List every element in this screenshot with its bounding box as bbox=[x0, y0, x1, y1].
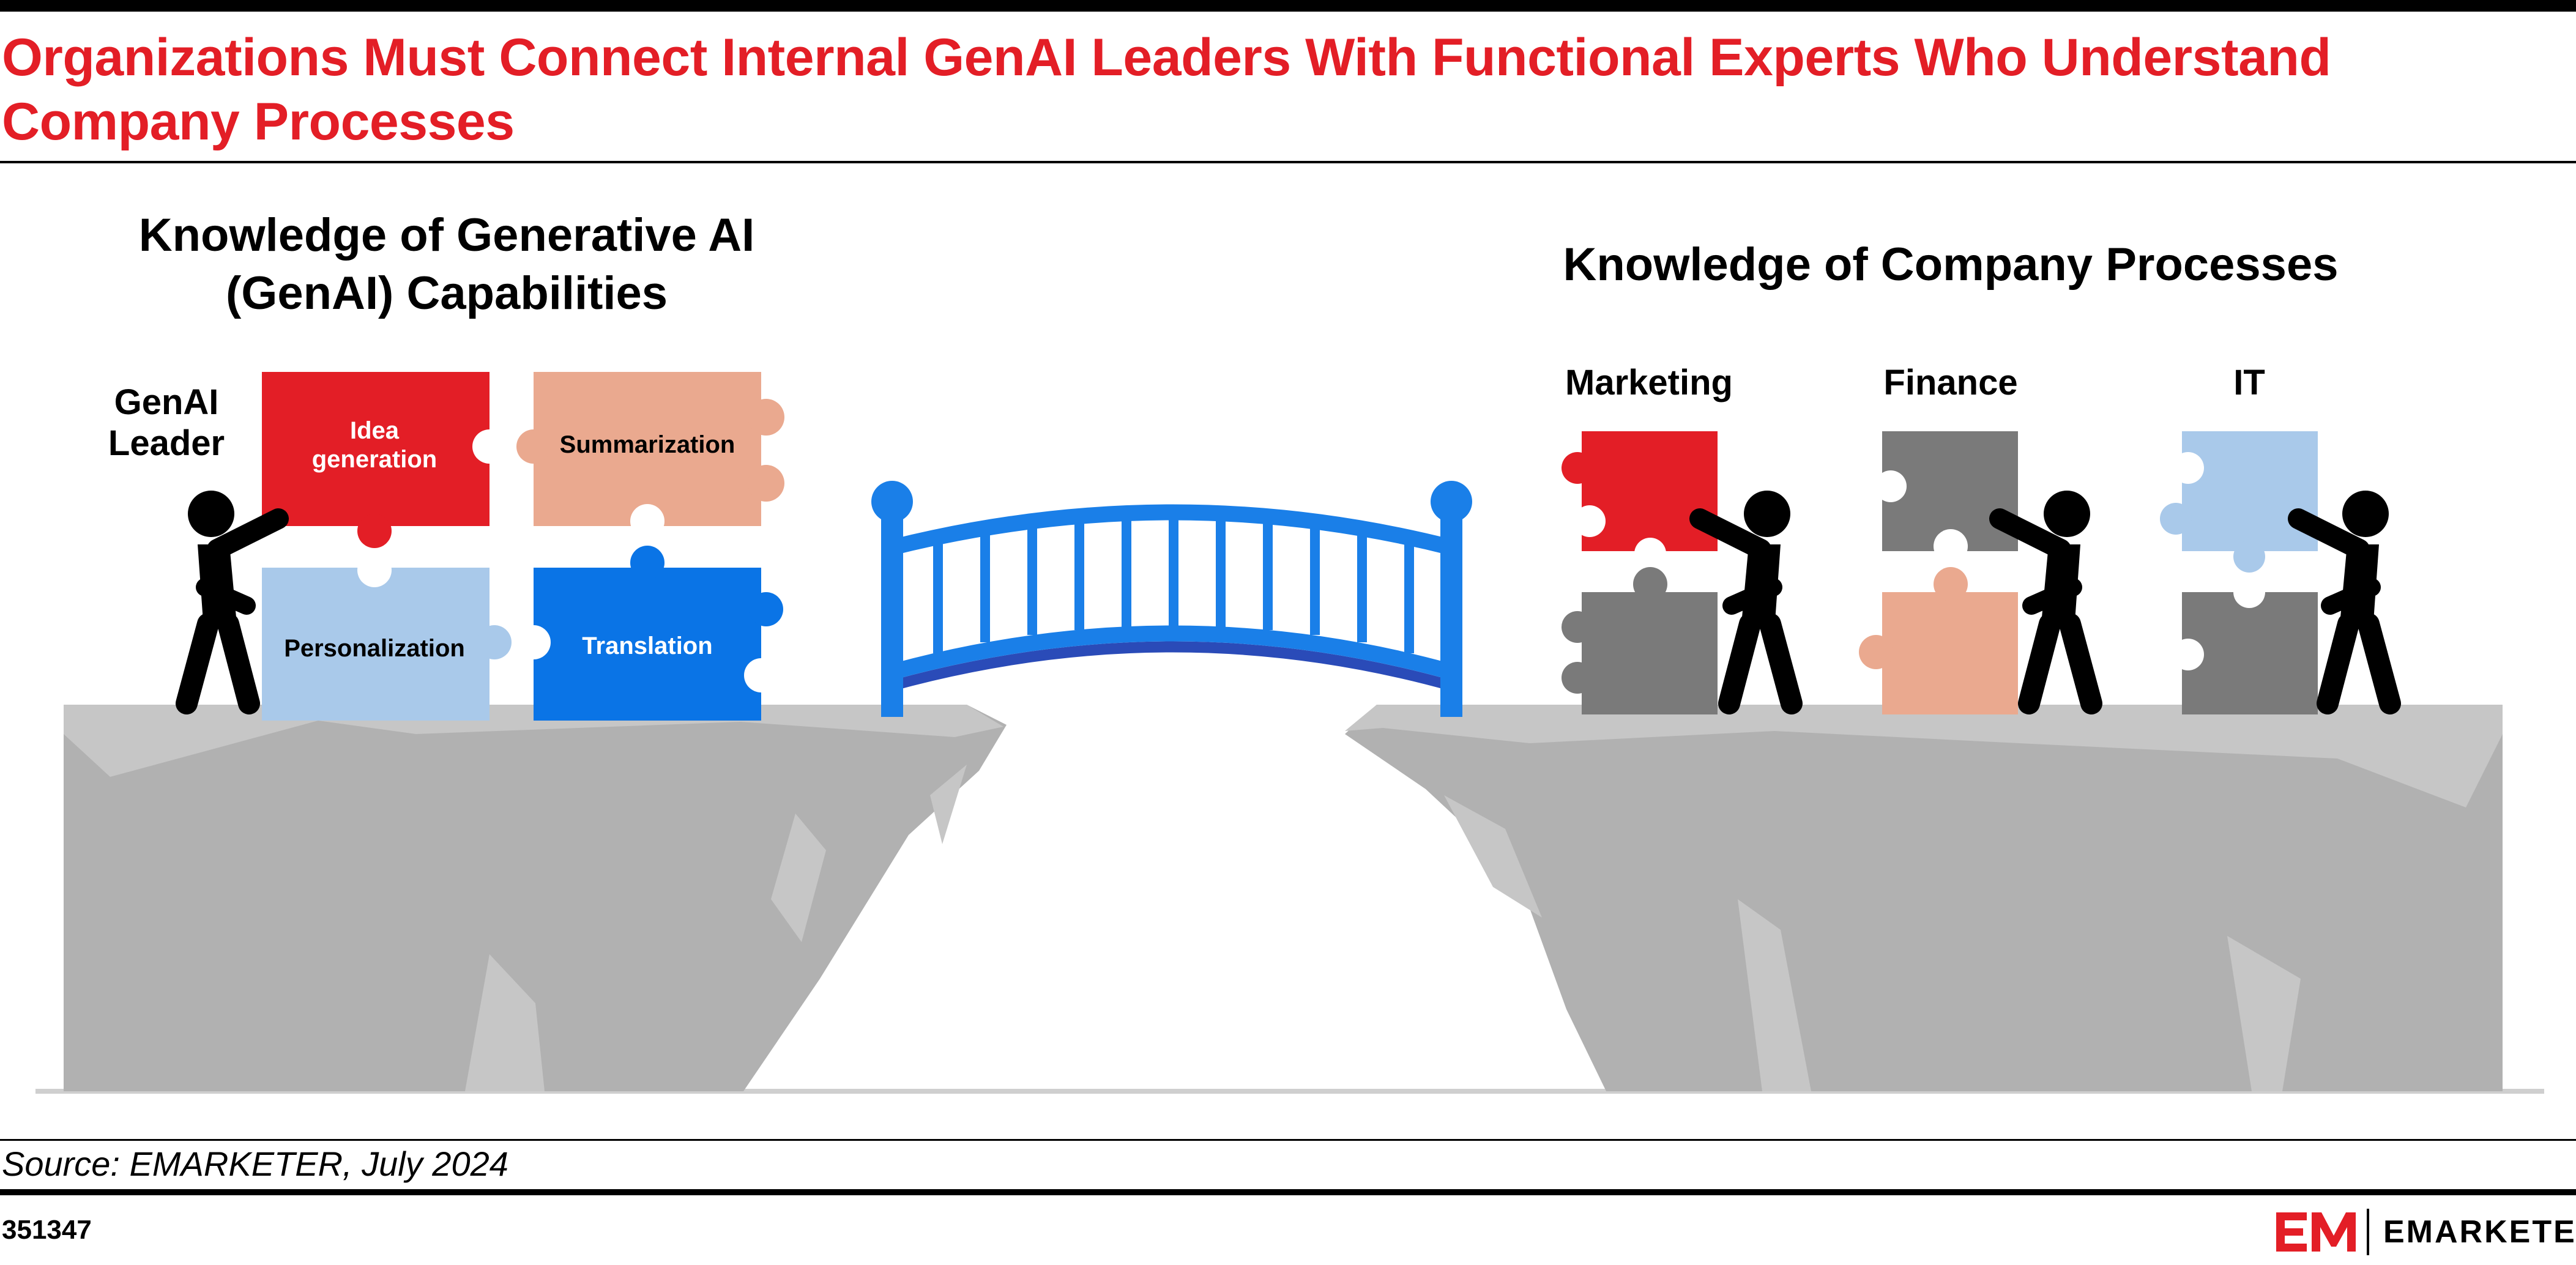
right-heading: Knowledge of Company Processes bbox=[1563, 239, 2339, 291]
piece-label-summarization: Summarization bbox=[560, 431, 735, 458]
function-label-marketing: Marketing bbox=[1565, 363, 1733, 402]
source-divider-bottom bbox=[0, 1189, 2576, 1195]
puzzle-piece-summarization bbox=[516, 372, 784, 538]
page-title: Organizations Must Connect Internal GenA… bbox=[2, 28, 2331, 151]
chart-id: 351347 bbox=[2, 1215, 92, 1245]
puzzle-piece-idea-generation bbox=[262, 372, 507, 548]
puzzle-piece-marketing-red bbox=[1562, 431, 1718, 569]
piece-label-personalization: Personalization bbox=[284, 635, 465, 662]
left-heading-line1: Knowledge of Generative AI bbox=[139, 209, 754, 261]
left-heading-line2: (GenAI) Capabilities bbox=[226, 267, 668, 319]
function-label-it: IT bbox=[2233, 363, 2265, 402]
source-note: Source: EMARKETER, July 2024 bbox=[2, 1144, 508, 1183]
right-cliff bbox=[1345, 705, 2503, 1091]
piece-label-translation: Translation bbox=[582, 632, 712, 659]
brand-name: EMARKETER bbox=[2383, 1214, 2576, 1250]
function-label-finance: Finance bbox=[1883, 363, 2017, 402]
emarketer-logo-icon bbox=[2276, 1209, 2369, 1255]
top-bar bbox=[0, 0, 2576, 12]
piece-label-idea: Idea bbox=[350, 417, 400, 444]
leader-label-line1: GenAI bbox=[114, 382, 219, 422]
puzzle-piece-marketing-gray bbox=[1562, 567, 1718, 714]
source-divider-top bbox=[0, 1139, 2576, 1141]
left-cliff bbox=[64, 705, 1007, 1091]
leader-label-line2: Leader bbox=[108, 423, 225, 463]
puzzle-piece-translation bbox=[516, 546, 783, 721]
puzzle-piece-finance-salmon bbox=[1859, 567, 2018, 714]
piece-label-generation: generation bbox=[312, 446, 437, 473]
puzzle-piece-personalization bbox=[262, 553, 512, 721]
puzzle-piece-it-gray bbox=[2172, 576, 2318, 714]
bridge-icon bbox=[871, 481, 1472, 717]
puzzle-piece-it-lightblue bbox=[2160, 431, 2318, 573]
puzzle-piece-finance-gray bbox=[1875, 431, 2018, 563]
title-divider bbox=[0, 161, 2576, 163]
